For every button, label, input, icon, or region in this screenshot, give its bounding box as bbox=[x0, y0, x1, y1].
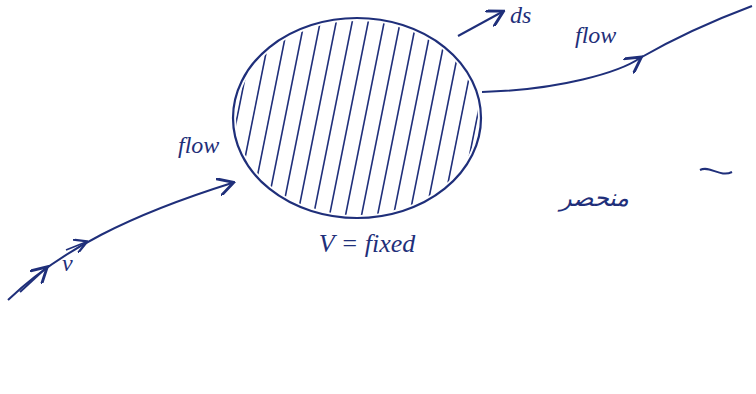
note-label: v bbox=[62, 250, 73, 276]
note-label: ds bbox=[510, 2, 531, 28]
vector-mark bbox=[66, 242, 86, 250]
note-label: flow bbox=[575, 22, 616, 48]
velocity-arrow bbox=[20, 268, 46, 292]
note-label: flow bbox=[178, 132, 219, 158]
squiggle bbox=[700, 169, 732, 174]
hatching bbox=[225, 18, 490, 218]
flow-line bbox=[482, 58, 640, 92]
normal-arrow bbox=[458, 12, 502, 36]
note-label: منحصر bbox=[560, 185, 629, 211]
flow-line bbox=[640, 6, 752, 58]
control-volume: V = fixed bbox=[225, 8, 490, 278]
flow-line bbox=[8, 183, 232, 300]
volume-label: V = fixed bbox=[319, 230, 415, 259]
